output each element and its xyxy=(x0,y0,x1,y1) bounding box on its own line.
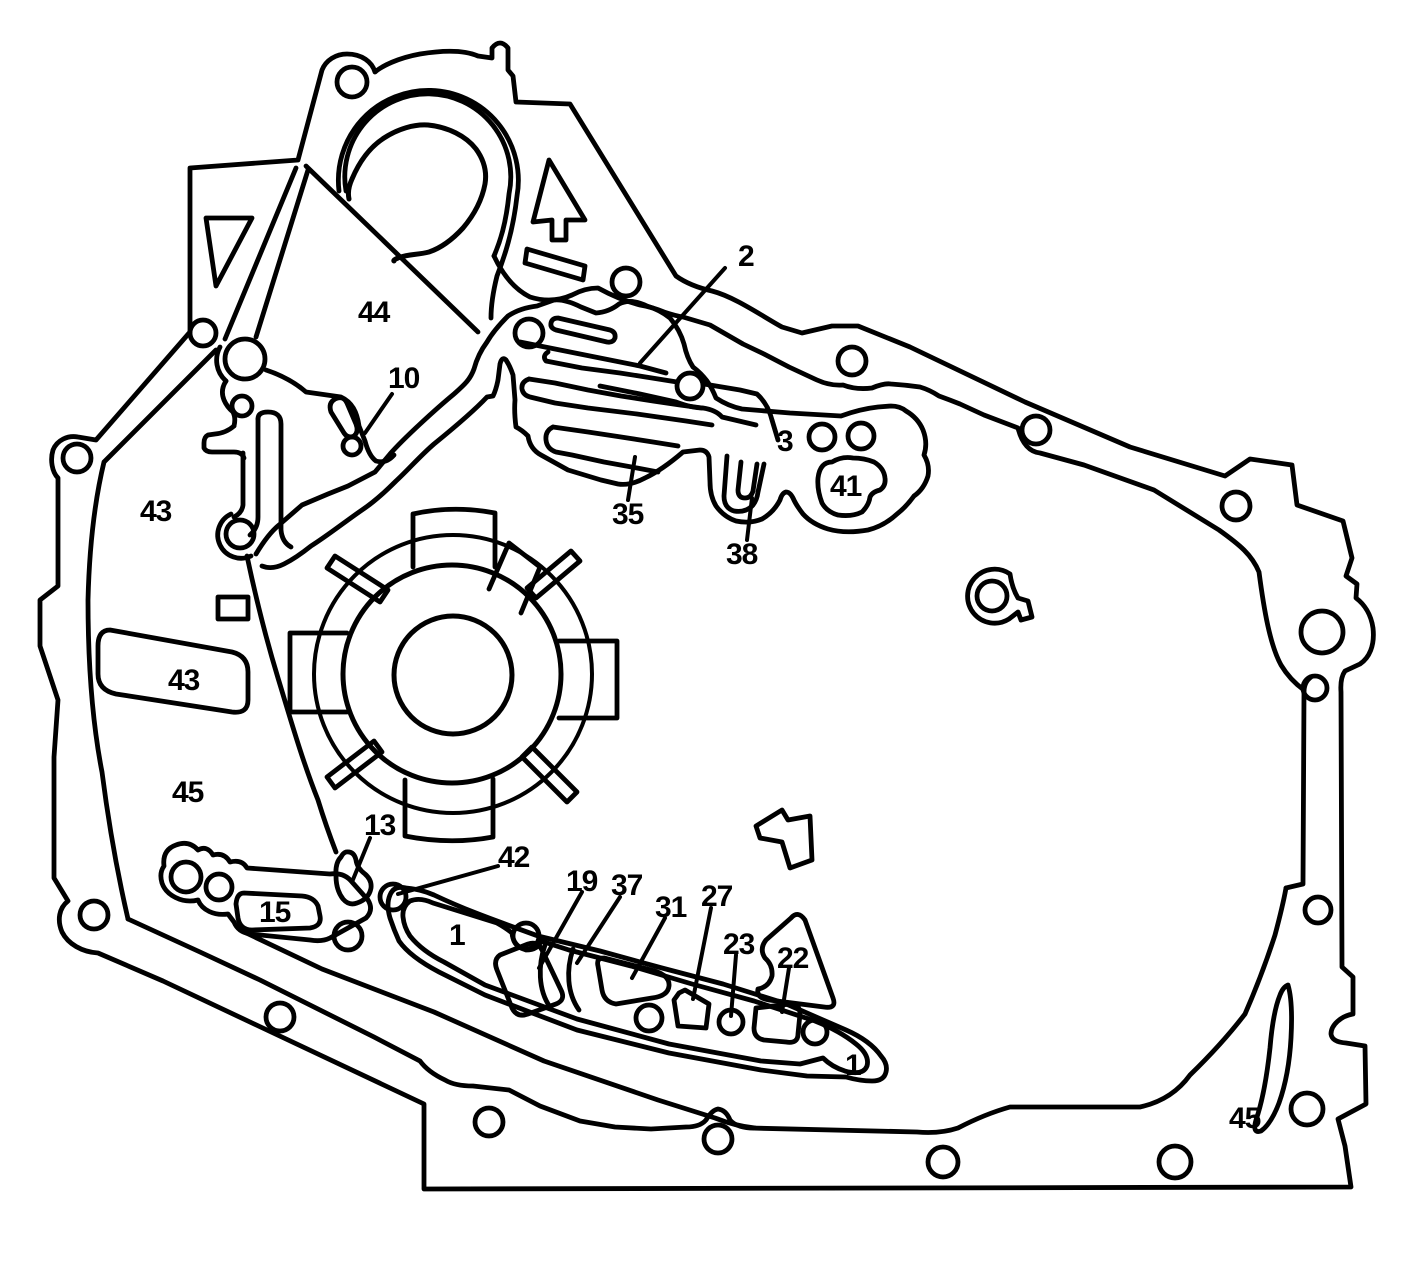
svg-text:10: 10 xyxy=(388,362,420,395)
svg-text:43: 43 xyxy=(168,664,200,697)
svg-text:31: 31 xyxy=(655,891,687,924)
svg-text:13: 13 xyxy=(364,809,396,842)
svg-text:27: 27 xyxy=(701,880,733,913)
svg-text:2: 2 xyxy=(738,240,754,273)
svg-text:38: 38 xyxy=(726,538,758,571)
svg-text:41: 41 xyxy=(830,470,862,503)
svg-text:19: 19 xyxy=(566,865,598,898)
svg-text:35: 35 xyxy=(612,498,644,531)
svg-text:22: 22 xyxy=(777,942,809,975)
svg-text:15: 15 xyxy=(259,896,291,929)
svg-text:23: 23 xyxy=(723,928,755,961)
svg-text:45: 45 xyxy=(172,776,204,809)
svg-text:45: 45 xyxy=(1229,1102,1261,1135)
svg-text:42: 42 xyxy=(498,841,530,874)
svg-text:44: 44 xyxy=(358,296,391,329)
svg-text:3: 3 xyxy=(777,425,793,458)
svg-text:1: 1 xyxy=(449,919,465,952)
svg-text:43: 43 xyxy=(140,495,172,528)
svg-text:37: 37 xyxy=(611,869,643,902)
svg-text:1: 1 xyxy=(845,1049,861,1082)
